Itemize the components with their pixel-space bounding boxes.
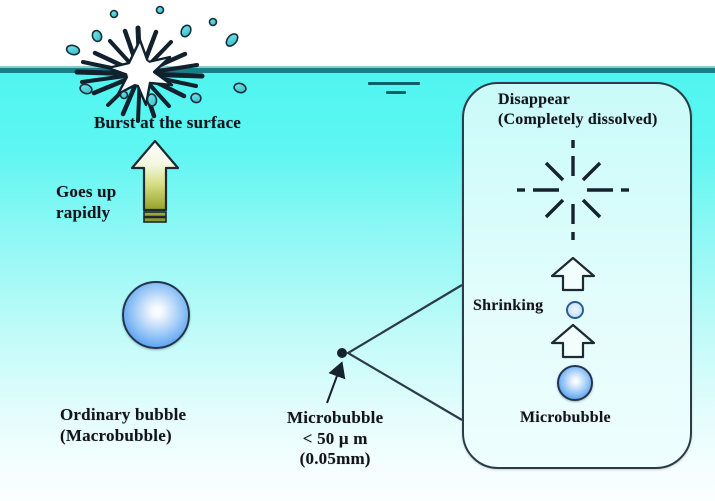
- ordinary-bubble-label-line2: (Macrobubble): [60, 425, 172, 445]
- panel-microbubble-sphere-icon: [557, 365, 593, 401]
- goes-up-label: Goes up rapidly: [56, 182, 116, 223]
- water-level-tick-icon: [386, 91, 406, 94]
- goes-up-label-line2: rapidly: [56, 202, 111, 222]
- waterline-highlight: [0, 66, 715, 68]
- microbubble-size-label: Microbubble < 50 μ m (0.05mm): [287, 408, 383, 470]
- disappear-label-line2: (Completely dissolved): [498, 110, 658, 128]
- water-level-tick-icon: [368, 82, 420, 85]
- microbubble-size-label-line2: < 50 μ m: [302, 428, 368, 448]
- air-region: [0, 0, 715, 71]
- macrobubble-sphere-icon: [122, 281, 190, 349]
- disappear-label-line1: Disappear: [498, 91, 571, 108]
- microbubble-size-label-line3: (0.05mm): [299, 449, 371, 469]
- water-surface-line: [0, 68, 715, 73]
- disappear-label: Disappear (Completely dissolved): [498, 90, 658, 129]
- ordinary-bubble-label-line1: Ordinary bubble: [60, 405, 187, 424]
- microbubble-dot-icon: [337, 348, 347, 358]
- panel-microbubble-label: Microbubble: [520, 409, 611, 426]
- microbubble-size-label-line1: Microbubble: [287, 408, 384, 427]
- shrinking-label: Shrinking: [473, 297, 544, 314]
- burst-label: Burst at the surface: [94, 113, 242, 132]
- ordinary-bubble-label: Ordinary bubble (Macrobubble): [60, 405, 186, 446]
- shrinking-bubble-ring-icon: [566, 301, 584, 319]
- goes-up-label-line1: Goes up: [56, 182, 117, 201]
